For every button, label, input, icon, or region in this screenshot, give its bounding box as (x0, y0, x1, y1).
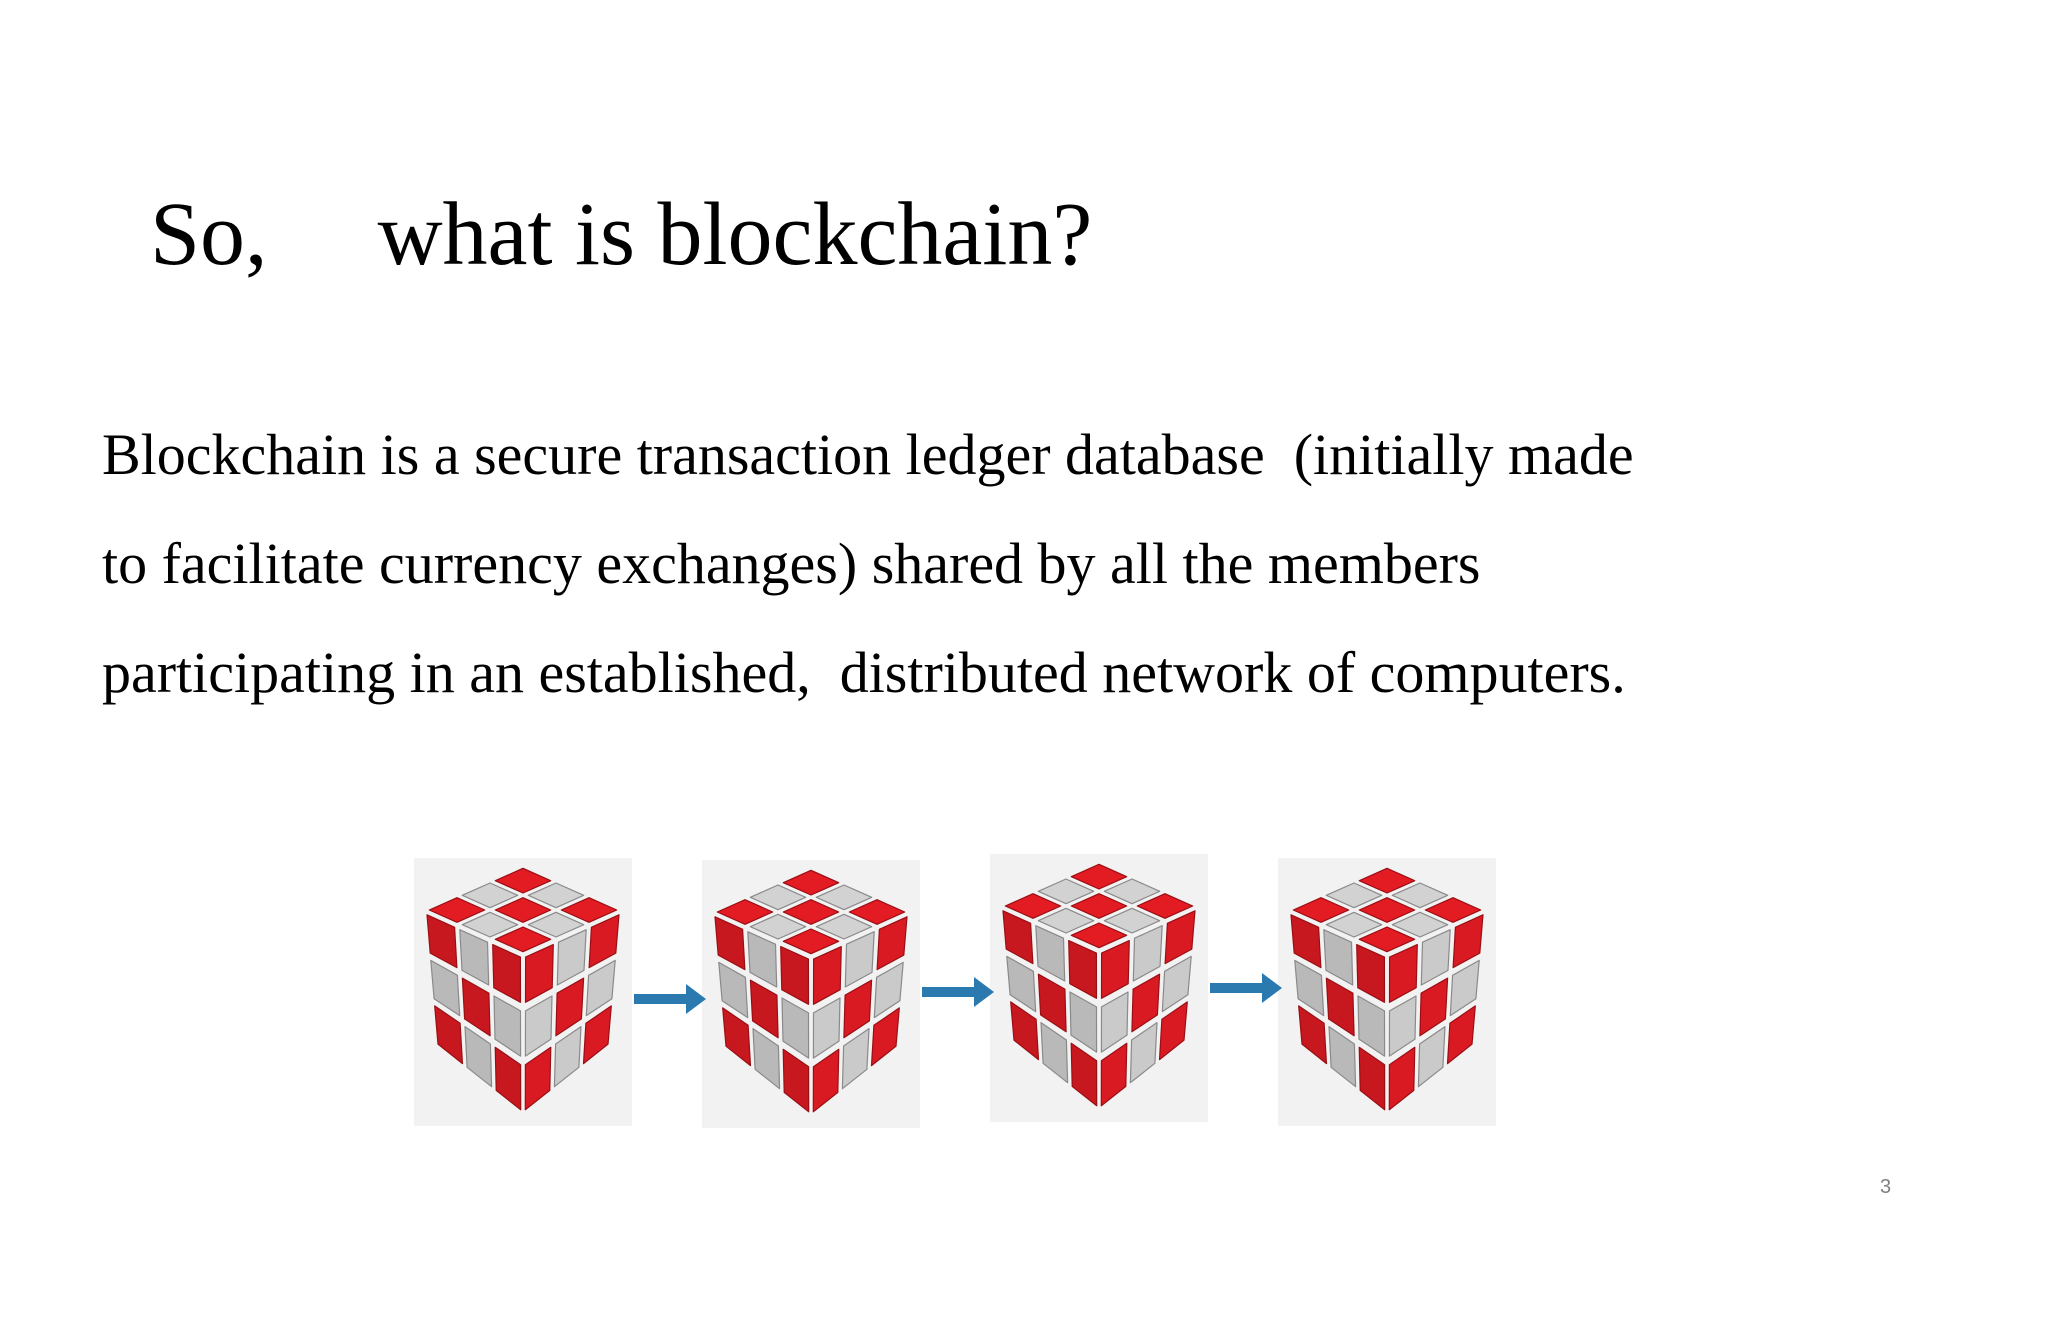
cube-block-3 (990, 854, 1208, 1122)
body-line: Blockchain is a secure transaction ledge… (102, 422, 1634, 487)
right-arrow-icon (922, 975, 994, 1009)
cube-block-2 (702, 860, 920, 1128)
cube-block-1 (414, 858, 632, 1126)
blockchain-diagram (414, 854, 1496, 1133)
page-number: 3 (1880, 1176, 1892, 1198)
cube-block-4 (1278, 858, 1496, 1126)
title-part-so: So, (150, 185, 268, 284)
right-arrow-icon (634, 982, 706, 1016)
right-arrow-icon (1210, 971, 1282, 1005)
body-paragraph: Blockchain is a secure transaction ledge… (102, 400, 1882, 727)
slide-title: So, what is blockchain? (150, 180, 1092, 290)
body-line: to facilitate currency exchanges) shared… (102, 531, 1481, 596)
title-part-question: what is blockchain? (377, 185, 1093, 284)
body-line: participating in an established, distrib… (102, 640, 1626, 705)
